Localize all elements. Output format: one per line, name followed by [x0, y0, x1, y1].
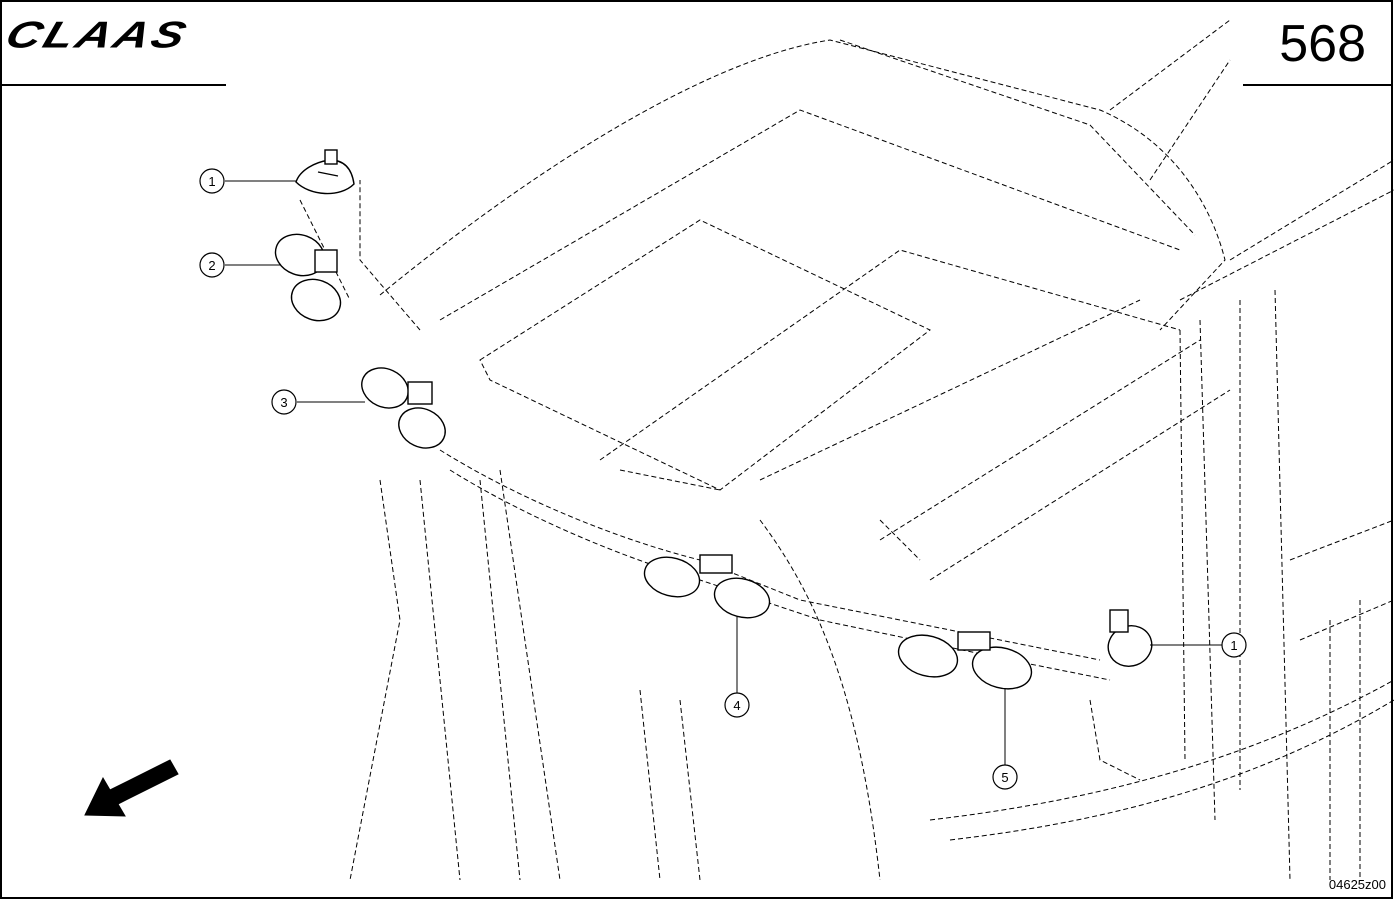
lamp-assemblies — [274, 149, 1153, 690]
arrow-down-left-icon — [84, 759, 179, 817]
callout-5[interactable]: 5 — [992, 764, 1018, 790]
lamp-3-pair — [361, 367, 446, 449]
callout-markers: 1 2 3 4 5 1 — [199, 168, 1247, 790]
callout-leaders — [225, 180, 1222, 765]
lamp-4-pair — [643, 554, 771, 619]
svg-text:2: 2 — [208, 258, 215, 273]
page-number: 568 — [1279, 15, 1366, 73]
lamp-2-pair — [274, 233, 342, 322]
svg-text:3: 3 — [280, 395, 287, 410]
brand-logo: CLAAS — [0, 14, 195, 57]
svg-text:1: 1 — [1230, 638, 1237, 653]
lamp-5-pair — [897, 631, 1033, 690]
lamp-1-top — [295, 149, 355, 195]
callout-4[interactable]: 4 — [724, 692, 750, 718]
callout-1-right[interactable]: 1 — [1221, 632, 1247, 658]
svg-text:1: 1 — [208, 174, 215, 189]
svg-text:4: 4 — [733, 698, 740, 713]
lamp-1-right — [1107, 609, 1153, 667]
callout-3[interactable]: 3 — [271, 389, 297, 415]
callout-1-top[interactable]: 1 — [199, 168, 225, 194]
callout-2[interactable]: 2 — [199, 252, 225, 278]
drawing-id: 04625z00 — [1328, 877, 1386, 892]
cab-frame-outline — [299, 19, 1394, 881]
svg-text:5: 5 — [1001, 770, 1008, 785]
